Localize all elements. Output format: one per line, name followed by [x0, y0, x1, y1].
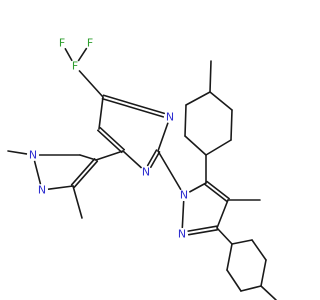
bond-MP4-MP3-0 [73, 160, 99, 188]
bond-P6-MP4 [95, 150, 124, 161]
bond-P2-N_pm1-0 [149, 151, 161, 169]
bond-A4-MeA [209, 60, 212, 93]
atom-bg-F3 [69, 60, 81, 72]
bond-N_tp2-N_tp1 [181, 200, 185, 229]
atom-bg-F2 [84, 37, 96, 49]
bond-N_mp2-N_mp1 [33, 160, 42, 185]
bond-B4-B5 [240, 285, 262, 292]
atom-bg-F1 [56, 37, 68, 49]
bond-MP4-MP3-1 [70, 158, 96, 186]
bond-P2-N_pm1-1 [146, 149, 158, 167]
atom-label-F1: F [59, 37, 65, 50]
bond-A3-A4 [209, 91, 233, 111]
atom-bg-N_tp1 [178, 189, 190, 201]
bond-P4-N_pm3-0 [102, 94, 166, 115]
bond-N_mp1-MeN [7, 150, 28, 155]
bond-P6-P5-1 [99, 126, 126, 151]
atom-bg-N_pm1 [140, 166, 152, 178]
atom-label-N_pm3: N [166, 111, 174, 124]
bond-P5-P4 [98, 96, 104, 130]
bond-A4-A5 [185, 91, 211, 106]
bond-MP3-MeC3 [72, 185, 83, 219]
bond-A6-A1 [184, 135, 207, 156]
atom-label-N_mp1: N [29, 149, 37, 162]
bond-N_tp1-T5 [188, 182, 207, 193]
bond-B1-B2 [231, 239, 253, 245]
bond-T5-T4-1 [204, 183, 228, 203]
bond-N_pm3-P2 [157, 122, 169, 152]
bond-B3-B4 [260, 259, 267, 287]
bond-A5-A6 [184, 104, 187, 137]
bond-P2-N_tp1 [157, 150, 182, 191]
bond-P6-P5-0 [96, 129, 123, 154]
bond-T3-N_tp2-0 [187, 228, 219, 236]
bond-N_pm1-P6 [122, 150, 142, 169]
bond-MP5-MP4 [79, 154, 97, 161]
bond-layer [7, 47, 277, 300]
atom-bg-N_pm3 [164, 111, 176, 123]
atom-label-N_mp2: N [38, 184, 46, 197]
bond-T4-T3 [216, 199, 229, 229]
atom-bg-N_mp2 [36, 184, 48, 196]
bond-T3-B1 [216, 227, 233, 245]
bond-B4-MeB [260, 285, 277, 300]
atom-label-F3: F [72, 60, 78, 73]
bond-A1-A2 [205, 139, 232, 156]
bond-CF3-P4 [74, 65, 104, 98]
atom-label-N_tp2: N [178, 228, 186, 241]
atom-label-F2: F [87, 37, 93, 50]
bond-T5-T4-0 [206, 180, 230, 200]
atom-label-N_pm1: N [142, 166, 150, 179]
bond-T3-N_tp2-1 [187, 225, 218, 232]
bond-A2-A3 [230, 109, 233, 141]
bond-B5-B6 [226, 269, 242, 292]
atom-label-N_tp1: N [180, 189, 188, 202]
atom-bg-N_mp1 [27, 149, 39, 161]
bond-MP3-N_mp2 [47, 185, 74, 190]
bond-P4-N_pm3-1 [101, 97, 165, 118]
bond-B6-B1 [226, 243, 233, 271]
bond-B2-B3 [251, 239, 267, 261]
atom-bg-N_tp2 [176, 228, 188, 240]
